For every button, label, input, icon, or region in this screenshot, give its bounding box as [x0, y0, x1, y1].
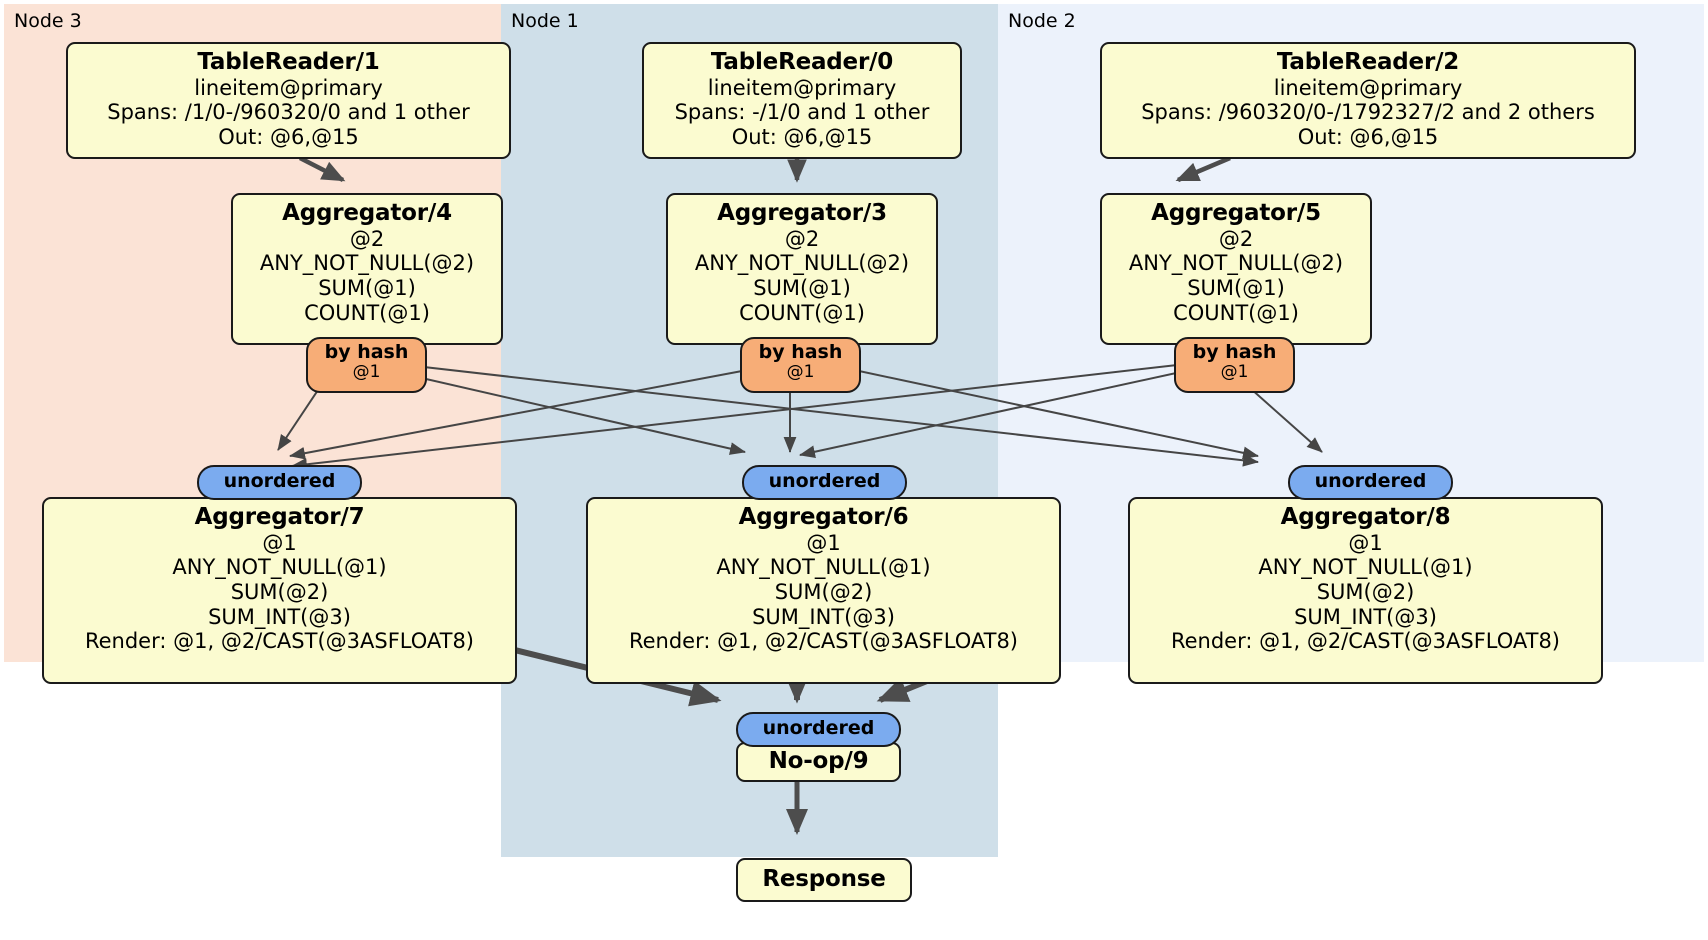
box-aggregator-3[interactable]: Aggregator/3 @2 ANY_NOT_NULL(@2) SUM(@1)…: [666, 193, 938, 345]
box-line: COUNT(@1): [739, 300, 865, 325]
box-line: SUM_INT(@3): [208, 604, 351, 629]
box-line: SUM(@2): [230, 580, 329, 605]
box-line: SUM(@1): [753, 276, 851, 301]
box-title: Aggregator/3: [717, 200, 887, 226]
router-by-hash-right[interactable]: by hash @1: [1174, 337, 1295, 393]
box-line: SUM(@2): [774, 580, 873, 605]
synchronizer-unordered-mid[interactable]: unordered: [742, 465, 907, 500]
box-title: No-op/9: [768, 748, 869, 774]
synchronizer-title: unordered: [762, 717, 875, 739]
box-tablereader-1[interactable]: TableReader/1 lineitem@primary Spans: /1…: [66, 42, 511, 159]
box-line: COUNT(@1): [304, 300, 430, 325]
box-line: ANY_NOT_NULL(@2): [694, 251, 910, 276]
box-title: Response: [762, 866, 886, 892]
box-no-op-9[interactable]: No-op/9: [736, 742, 901, 782]
box-line: SUM_INT(@3): [1294, 604, 1437, 629]
box-line: Render: @1, @2/CAST(@3ASFLOAT8): [628, 629, 1019, 654]
box-line: SUM(@1): [1187, 276, 1285, 301]
synchronizer-unordered-left[interactable]: unordered: [197, 465, 362, 500]
box-title: Aggregator/7: [194, 504, 365, 530]
box-line: SUM(@1): [318, 276, 416, 301]
box-tablereader-0[interactable]: TableReader/0 lineitem@primary Spans: -/…: [642, 42, 962, 159]
box-line: ANY_NOT_NULL(@1): [1258, 555, 1473, 580]
box-aggregator-8[interactable]: Aggregator/8 @1 ANY_NOT_NULL(@1) SUM(@2)…: [1128, 497, 1603, 684]
box-line: @1: [262, 530, 297, 555]
box-line: Spans: /960320/0-/1792327/2 and 2 others: [1141, 100, 1595, 125]
box-title: Aggregator/5: [1151, 200, 1321, 226]
panel-node-2-label: Node 2: [1008, 10, 1076, 32]
box-title: Aggregator/8: [1280, 504, 1451, 530]
box-title: Aggregator/6: [738, 504, 909, 530]
box-line: Out: @6,@15: [731, 125, 873, 150]
box-line: lineitem@primary: [194, 75, 383, 100]
box-title: TableReader/0: [710, 49, 894, 75]
box-line: @1: [806, 530, 841, 555]
box-aggregator-7[interactable]: Aggregator/7 @1 ANY_NOT_NULL(@1) SUM(@2)…: [42, 497, 517, 684]
box-line: ANY_NOT_NULL(@1): [172, 555, 387, 580]
box-line: SUM_INT(@3): [752, 604, 895, 629]
synchronizer-title: unordered: [223, 470, 336, 492]
box-line: Spans: /1/0-/960320/0 and 1 other: [107, 100, 470, 125]
router-title: by hash: [1192, 341, 1277, 363]
box-title: Aggregator/4: [282, 200, 452, 226]
box-line: Out: @6,@15: [218, 125, 359, 150]
router-title: by hash: [758, 341, 843, 363]
box-line: @2: [784, 226, 820, 251]
box-title: TableReader/1: [197, 49, 380, 75]
box-line: ANY_NOT_NULL(@2): [259, 251, 475, 276]
box-aggregator-5[interactable]: Aggregator/5 @2 ANY_NOT_NULL(@2) SUM(@1)…: [1100, 193, 1372, 345]
router-subtitle: @1: [1220, 361, 1249, 382]
router-title: by hash: [324, 341, 409, 363]
box-line: ANY_NOT_NULL(@2): [1128, 251, 1344, 276]
router-by-hash-left[interactable]: by hash @1: [306, 337, 427, 393]
box-line: Spans: -/1/0 and 1 other: [674, 100, 930, 125]
box-aggregator-6[interactable]: Aggregator/6 @1 ANY_NOT_NULL(@1) SUM(@2)…: [586, 497, 1061, 684]
synchronizer-unordered-final[interactable]: unordered: [736, 712, 901, 747]
router-subtitle: @1: [352, 361, 381, 382]
box-line: @2: [349, 226, 385, 251]
synchronizer-title: unordered: [1314, 470, 1427, 492]
box-line: COUNT(@1): [1173, 300, 1299, 325]
box-line: Render: @1, @2/CAST(@3ASFLOAT8): [1170, 629, 1561, 654]
box-title: TableReader/2: [1276, 49, 1460, 75]
box-line: ANY_NOT_NULL(@1): [716, 555, 931, 580]
box-tablereader-2[interactable]: TableReader/2 lineitem@primary Spans: /9…: [1100, 42, 1636, 159]
synchronizer-title: unordered: [768, 470, 881, 492]
box-line: Render: @1, @2/CAST(@3ASFLOAT8): [84, 629, 475, 654]
synchronizer-unordered-right[interactable]: unordered: [1288, 465, 1453, 500]
box-aggregator-4[interactable]: Aggregator/4 @2 ANY_NOT_NULL(@2) SUM(@1)…: [231, 193, 503, 345]
box-line: lineitem@primary: [1273, 75, 1463, 100]
router-subtitle: @1: [786, 361, 815, 382]
panel-node-1-label: Node 1: [511, 10, 579, 32]
panel-node-3-label: Node 3: [14, 10, 82, 32]
box-line: lineitem@primary: [707, 75, 897, 100]
box-line: @2: [1218, 226, 1254, 251]
box-line: Out: @6,@15: [1297, 125, 1439, 150]
box-line: @1: [1348, 530, 1383, 555]
router-by-hash-mid[interactable]: by hash @1: [740, 337, 861, 393]
box-line: SUM(@2): [1316, 580, 1415, 605]
box-response[interactable]: Response: [736, 858, 912, 902]
